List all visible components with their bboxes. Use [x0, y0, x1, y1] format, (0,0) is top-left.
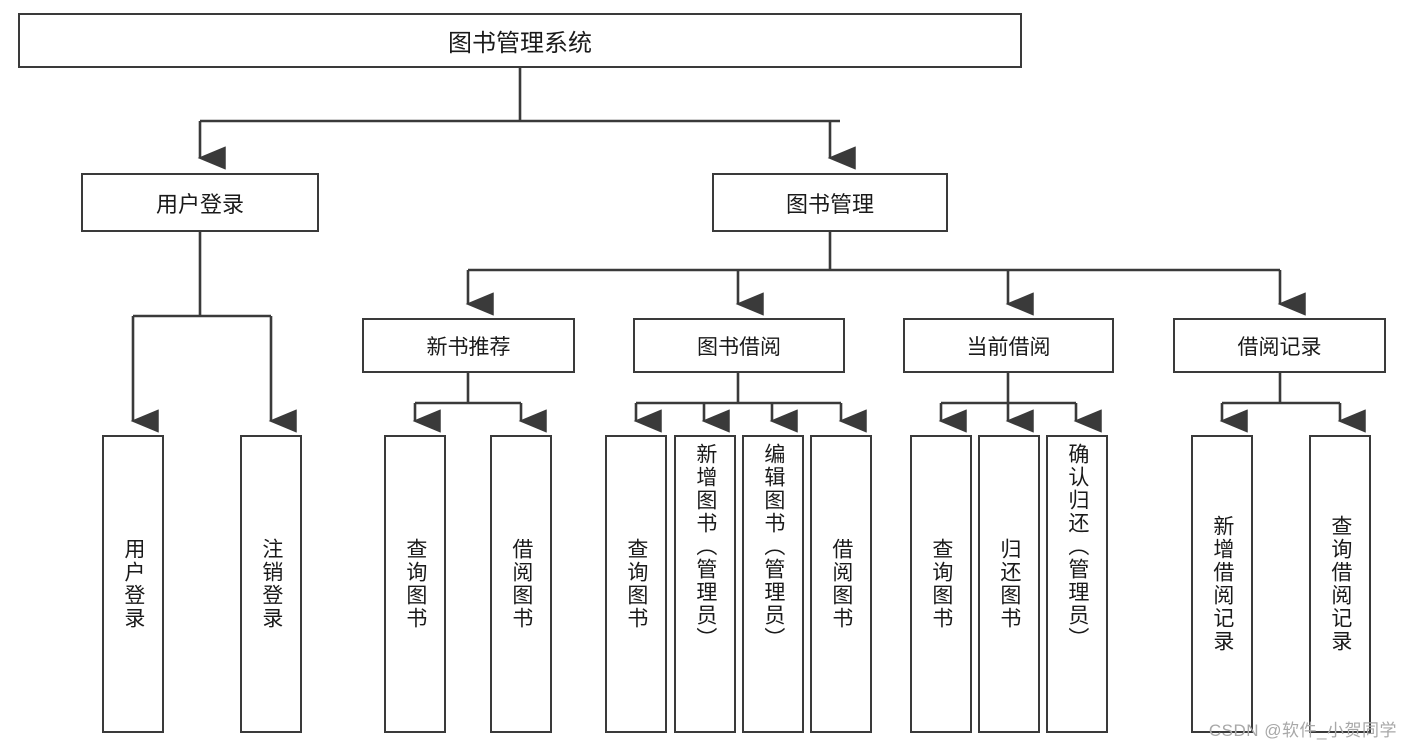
- node-borrow-record-label: 借阅记录: [1237, 335, 1322, 359]
- leaf-label: 查询图书: [929, 538, 953, 630]
- node-book-management[interactable]: 图书管理: [712, 173, 948, 232]
- node-new-book-recommend[interactable]: 新书推荐: [362, 318, 575, 373]
- leaf-label: 新增图书（管理员）: [693, 443, 717, 650]
- node-root-label: 图书管理系统: [448, 30, 592, 57]
- leaf-user-login-login[interactable]: 用户登录: [102, 435, 164, 733]
- leaf-current-borrow-query[interactable]: 查询图书: [910, 435, 972, 733]
- leaf-current-borrow-return[interactable]: 归还图书: [978, 435, 1040, 733]
- node-current-borrow[interactable]: 当前借阅: [903, 318, 1114, 373]
- watermark: CSDN @软件_小贺同学: [1208, 721, 1397, 740]
- leaf-current-borrow-confirm[interactable]: 确认归还（管理员）: [1046, 435, 1108, 733]
- node-current-borrow-label: 当前借阅: [966, 335, 1051, 359]
- leaf-book-borrow-query[interactable]: 查询图书: [605, 435, 667, 733]
- leaf-label: 查询图书: [403, 538, 427, 630]
- leaf-label: 借阅图书: [829, 538, 853, 630]
- leaf-book-borrow-edit[interactable]: 编辑图书（管理员）: [742, 435, 804, 733]
- leaf-label: 归还图书: [997, 538, 1021, 630]
- leaf-label: 编辑图书（管理员）: [761, 443, 785, 650]
- node-user-login-label: 用户登录: [155, 191, 244, 217]
- leaf-book-borrow-add[interactable]: 新增图书（管理员）: [674, 435, 736, 733]
- leaf-book-borrow-borrow[interactable]: 借阅图书: [810, 435, 872, 733]
- leaf-borrow-record-query[interactable]: 查询借阅记录: [1309, 435, 1371, 733]
- leaf-new-book-query[interactable]: 查询图书: [384, 435, 446, 733]
- node-borrow-record[interactable]: 借阅记录: [1173, 318, 1386, 373]
- node-new-book-recommend-label: 新书推荐: [426, 335, 511, 359]
- leaf-label: 查询借阅记录: [1328, 515, 1352, 653]
- leaf-label: 查询图书: [624, 538, 648, 630]
- leaf-label: 新增借阅记录: [1210, 515, 1234, 653]
- leaf-label: 确认归还（管理员）: [1065, 443, 1089, 650]
- node-book-management-label: 图书管理: [785, 191, 874, 217]
- leaf-new-book-borrow[interactable]: 借阅图书: [490, 435, 552, 733]
- node-book-borrow[interactable]: 图书借阅: [633, 318, 845, 373]
- leaf-borrow-record-add[interactable]: 新增借阅记录: [1191, 435, 1253, 733]
- node-book-borrow-label: 图书借阅: [697, 335, 781, 359]
- leaf-user-login-logout[interactable]: 注销登录: [240, 435, 302, 733]
- leaf-label: 注销登录: [259, 538, 283, 630]
- node-user-login[interactable]: 用户登录: [81, 173, 319, 232]
- leaf-label: 用户登录: [121, 538, 145, 630]
- node-root[interactable]: 图书管理系统: [18, 13, 1022, 68]
- leaf-label: 借阅图书: [509, 538, 533, 630]
